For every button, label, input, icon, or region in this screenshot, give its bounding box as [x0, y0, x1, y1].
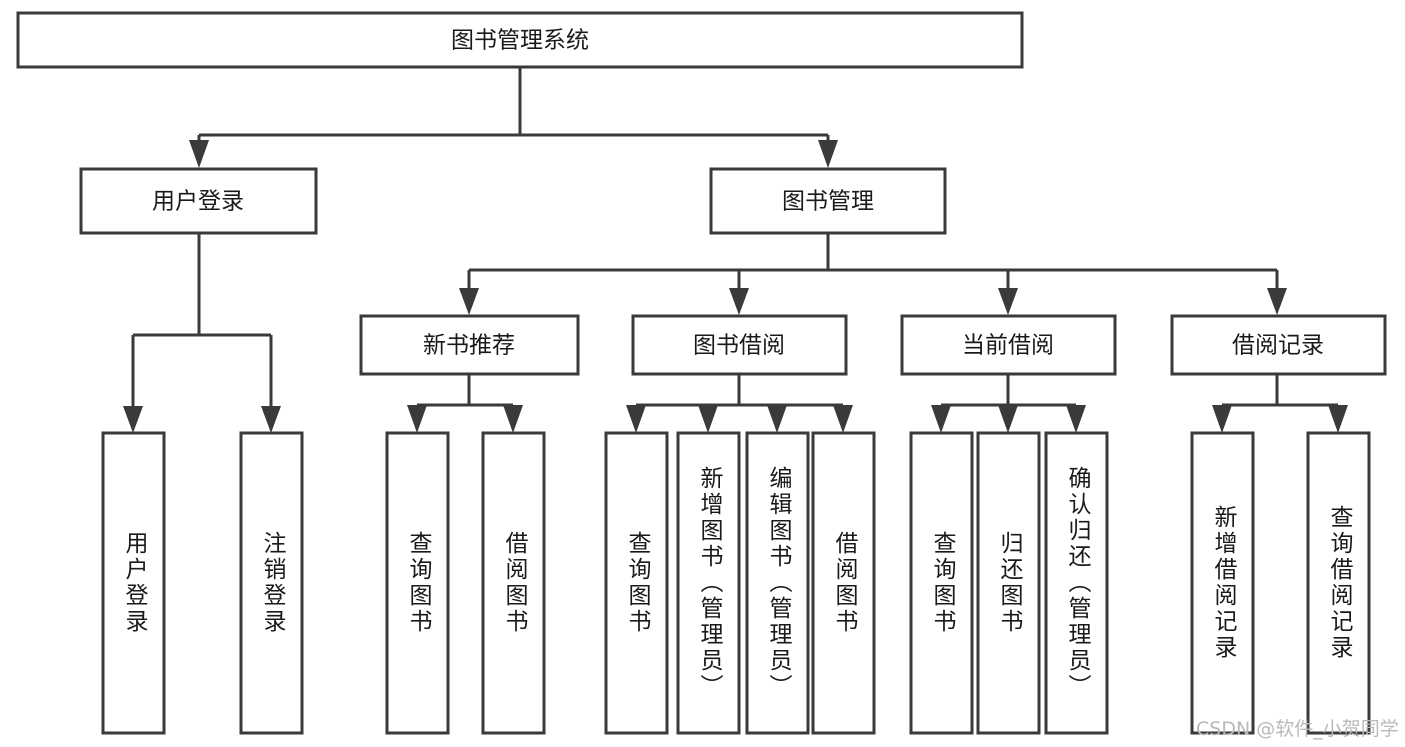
node-book-borrow[interactable]: 图书借阅	[631, 314, 848, 376]
leaf-box-new-book-1[interactable]	[385, 431, 450, 735]
node-user-login[interactable]: 用户登录	[79, 167, 318, 235]
node-borrow-record-box[interactable]	[1170, 314, 1387, 376]
arrow-currentborrow-leaf-2	[998, 405, 1018, 433]
leaf-box-book-borrow-3[interactable]	[745, 431, 810, 735]
arrow-currentborrow-leaf-1	[931, 405, 951, 433]
arrow-bookmgmt-to-borrow	[729, 288, 749, 315]
connector-group-userlogin-to-leaves	[123, 233, 281, 433]
arrow-bookborrow-leaf-1	[626, 405, 646, 433]
node-borrow-record[interactable]: 借阅记录	[1170, 314, 1387, 376]
connector-group-currentborrow-to-leaves	[931, 374, 1086, 433]
arrow-bookborrow-leaf-2	[698, 405, 718, 433]
node-book-management[interactable]: 图书管理	[709, 167, 947, 235]
arrow-newbook-leaf-2	[503, 405, 523, 433]
node-user-login-box[interactable]	[79, 167, 318, 235]
arrow-root-to-userlogin	[189, 140, 209, 168]
arrow-borrowrecord-leaf-1	[1212, 405, 1232, 433]
arrow-bookmgmt-to-newbook	[459, 288, 479, 315]
leaf-box-new-book-2[interactable]	[481, 431, 546, 735]
connector-group-root-to-level2	[189, 67, 838, 168]
arrow-userlogin-leaf-2	[261, 406, 281, 433]
node-user-login-label: 用户登录	[152, 189, 244, 215]
connector-group-bookborrow-to-leaves	[626, 374, 853, 433]
leaf-box-book-borrow-4[interactable]	[811, 431, 876, 735]
arrow-bookborrow-leaf-3	[767, 405, 787, 433]
connector-group-borrowrecord-to-leaves	[1212, 374, 1348, 433]
arrow-currentborrow-leaf-3	[1066, 405, 1086, 433]
node-root[interactable]: 图书管理系统	[16, 11, 1024, 69]
leaf-box-book-borrow-1[interactable]	[604, 431, 669, 735]
node-root-label: 图书管理系统	[451, 28, 589, 54]
arrow-userlogin-leaf-1	[123, 406, 143, 433]
csdn-watermark: CSDN @软件_小贺同学	[1196, 718, 1399, 740]
node-current-borrow-label: 当前借阅	[962, 333, 1054, 359]
arrow-borrowrecord-leaf-2	[1328, 405, 1348, 433]
leaf-box-borrow-record-1[interactable]	[1190, 431, 1255, 735]
arrow-root-to-bookmgmt	[818, 140, 838, 168]
node-root-box[interactable]	[16, 11, 1024, 69]
leaf-box-book-borrow-2[interactable]	[676, 431, 741, 735]
leaf-box-current-borrow-2[interactable]	[976, 431, 1041, 735]
connector-group-newbook-to-leaves	[407, 374, 523, 433]
arrow-bookmgmt-to-current	[998, 288, 1018, 315]
arrow-bookborrow-leaf-4	[833, 405, 853, 433]
leaf-box-current-borrow-1[interactable]	[909, 431, 974, 735]
arrow-newbook-leaf-1	[407, 405, 427, 433]
node-new-book-recommend[interactable]: 新书推荐	[359, 314, 580, 376]
leaf-box-user-login-1[interactable]	[101, 431, 166, 735]
node-new-book-recommend-label: 新书推荐	[423, 333, 515, 359]
arrow-bookmgmt-to-record	[1267, 288, 1287, 315]
node-current-borrow[interactable]: 当前借阅	[900, 314, 1117, 376]
node-book-borrow-label: 图书借阅	[693, 333, 785, 359]
connector-group-bookmgmt-to-level3	[459, 233, 1287, 315]
leaf-box-borrow-record-2[interactable]	[1306, 431, 1371, 735]
node-book-borrow-box[interactable]	[631, 314, 848, 376]
leaf-box-current-borrow-3[interactable]	[1044, 431, 1109, 735]
node-book-management-label: 图书管理	[782, 189, 874, 215]
leaf-box-user-login-2[interactable]	[239, 431, 304, 735]
node-borrow-record-label: 借阅记录	[1232, 333, 1324, 359]
node-book-management-box[interactable]	[709, 167, 947, 235]
node-new-book-recommend-box[interactable]	[359, 314, 580, 376]
node-current-borrow-box[interactable]	[900, 314, 1117, 376]
